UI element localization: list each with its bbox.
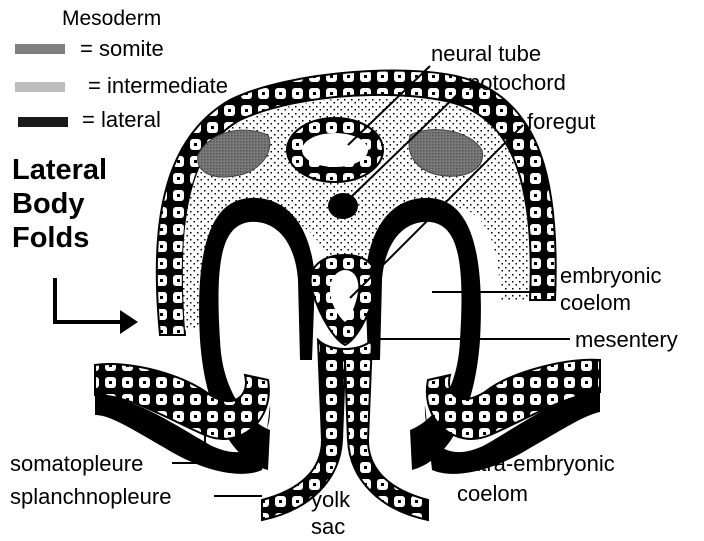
label-somatopleure: somatopleure [10,452,143,476]
label-foregut: foregut [527,110,596,134]
legend-swatch-lateral [18,117,68,127]
heading-body: Body [12,188,85,221]
legend-swatch-intermediate [15,82,65,92]
label-embryonic-coelom: coelom [560,291,631,315]
label-sac: sac [311,515,345,539]
legend-title: Mesoderm [62,8,161,31]
arrow-head [120,310,138,334]
heading-folds: Folds [12,222,89,255]
label-mesentery: mesentery [575,328,678,352]
legend-swatch-somite [15,44,65,54]
body-fold-arrow [55,278,125,322]
label-splanchnopleure: splanchnopleure [10,485,171,509]
label-neural-tube: neural tube [431,42,541,66]
label-embryonic: embryonic [560,264,661,288]
label-extra-embryonic-coelom: coelom [457,482,528,506]
legend-label-intermediate: = intermediate [88,74,228,98]
legend-label-lateral: = lateral [82,108,161,132]
heading-lateral: Lateral [12,154,107,187]
legend-label-somite: = somite [80,37,164,61]
label-yolk: yolk [311,488,350,512]
label-notochord: notochord [468,71,566,95]
label-extra-embryonic: extra-embryonic [457,452,615,476]
notochord [328,193,358,219]
